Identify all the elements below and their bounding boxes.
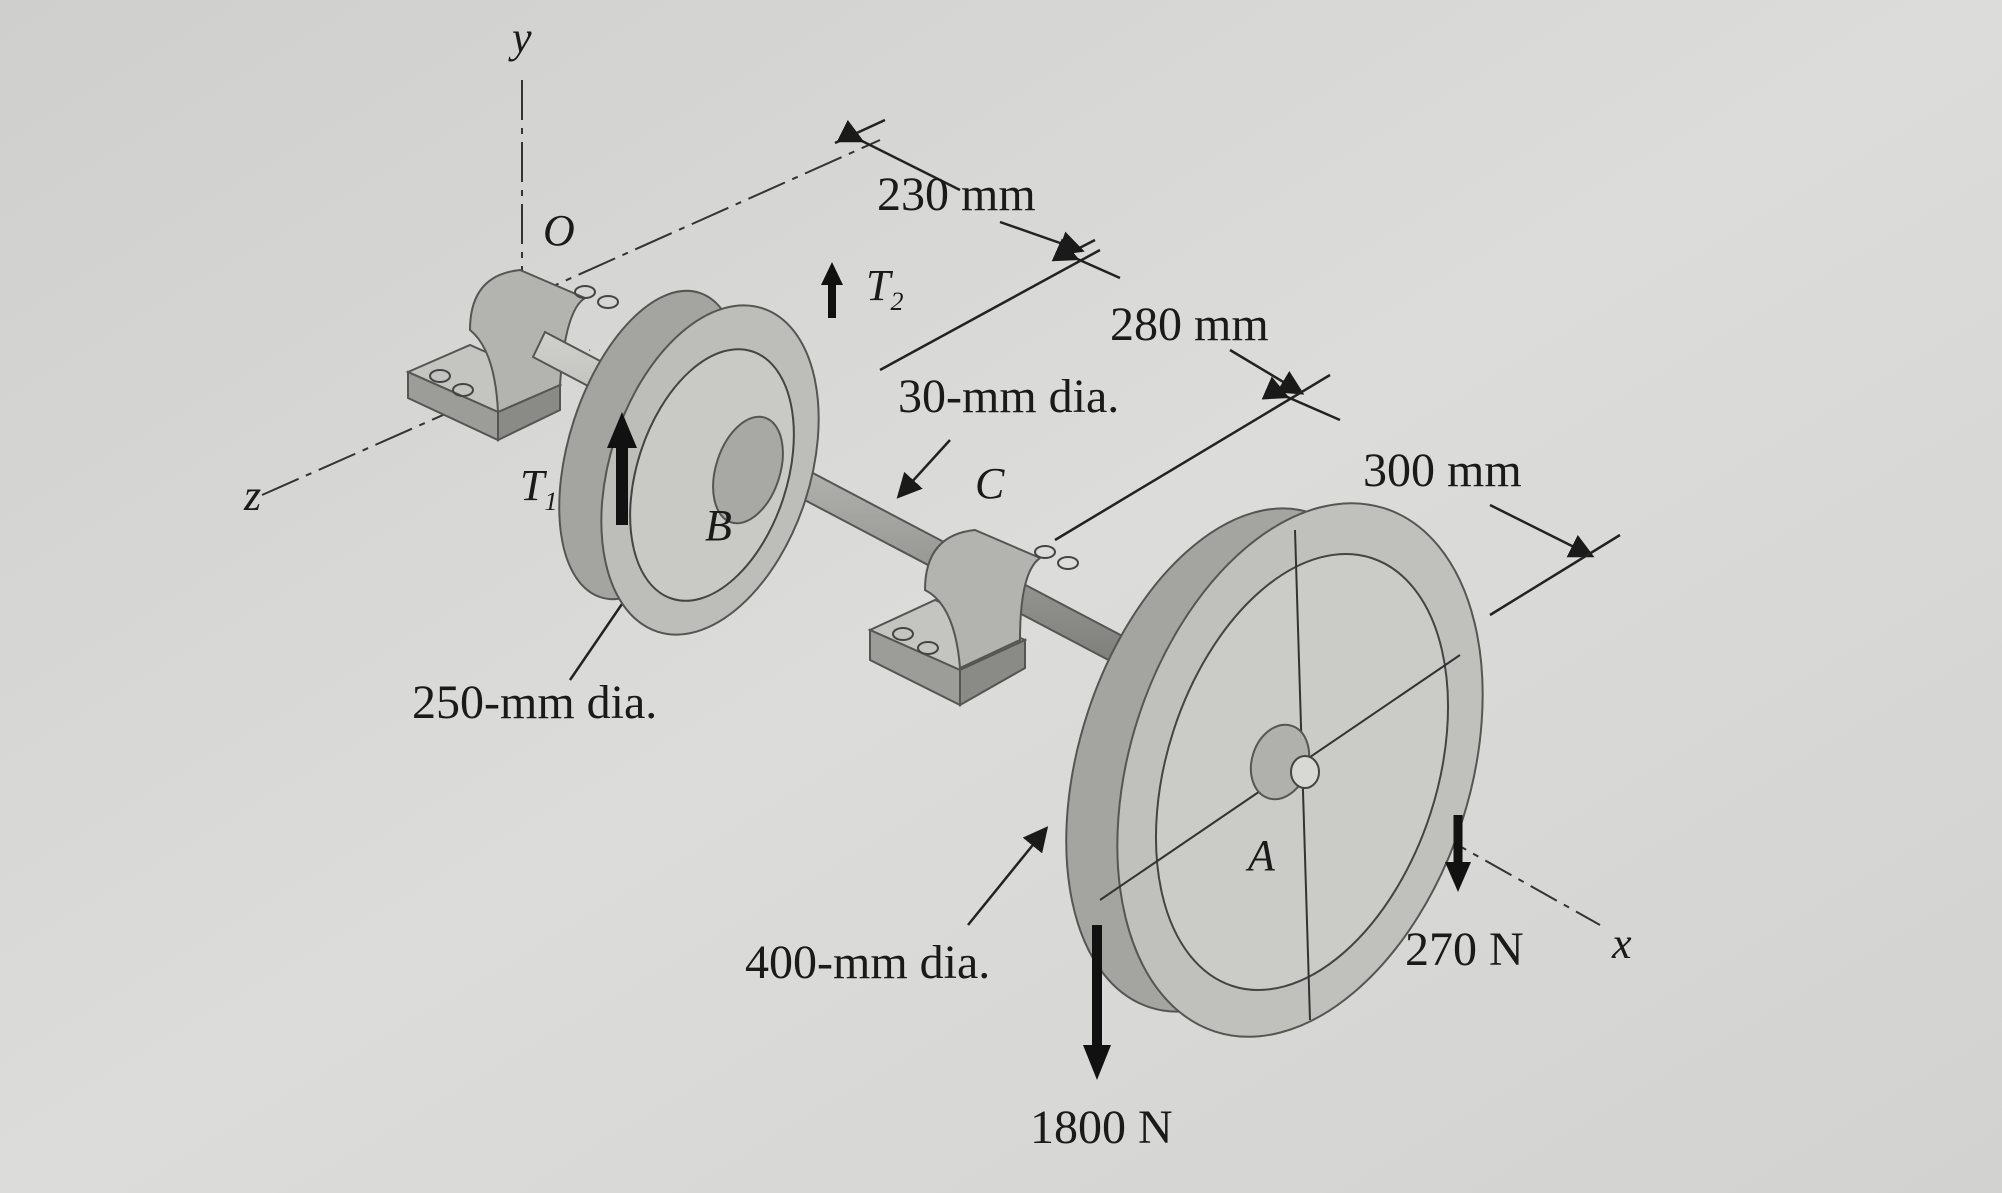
- f1800-arrow-head: [1083, 1045, 1111, 1080]
- shaft-dia-label: 30-mm dia.: [898, 370, 1119, 423]
- leader-pulley-a-dia: [967, 826, 1049, 926]
- pulley-a: [1065, 502, 1484, 1038]
- dim-230-arrow-left: [836, 119, 961, 192]
- dim-ext-300-end: [1489, 533, 1621, 617]
- dim-300-label: 300 mm: [1363, 444, 1522, 497]
- t2-label: T2: [866, 261, 903, 316]
- x-axis-line: [1439, 834, 1601, 926]
- point-a-label: A: [1245, 831, 1276, 880]
- pulley-a-dia-label: 400-mm dia.: [745, 936, 990, 989]
- dim-300-arrow-right: [1489, 503, 1595, 558]
- leader-shaft-dia: [896, 439, 951, 499]
- dimension-lines: [568, 118, 1621, 926]
- pulley-b: [558, 289, 820, 636]
- force-1800-label: 1800 N: [1030, 1101, 1173, 1154]
- dim-280-label: 280 mm: [1110, 298, 1269, 351]
- x-axis-label: x: [1611, 919, 1632, 968]
- bearing-o: [405, 268, 619, 442]
- dim-ext-280-end: [1054, 373, 1331, 542]
- t1-label: T1: [520, 461, 557, 516]
- bearing-c: [867, 528, 1079, 707]
- point-c-label: C: [975, 459, 1005, 508]
- point-o-label: O: [543, 206, 575, 255]
- y-axis-label: y: [508, 13, 532, 62]
- force-270-label: 270 N: [1405, 923, 1524, 976]
- t2-arrow-head: [821, 262, 843, 285]
- f270-arrow-head: [1445, 862, 1471, 892]
- dim-ext-280-start: [879, 248, 1101, 372]
- point-b-label: B: [705, 501, 732, 550]
- t1-arrow-head: [607, 412, 637, 448]
- dim-230-label: 230 mm: [877, 168, 1036, 221]
- dim-280-arrow-left: [1051, 238, 1121, 280]
- z-axis-label: z: [243, 471, 261, 520]
- force-arrows: [607, 262, 1471, 1080]
- dim-300-arrow-left: [1261, 376, 1341, 422]
- reference-line-top: [521, 139, 881, 301]
- pulley-b-dia-label: 250-mm dia.: [412, 676, 657, 729]
